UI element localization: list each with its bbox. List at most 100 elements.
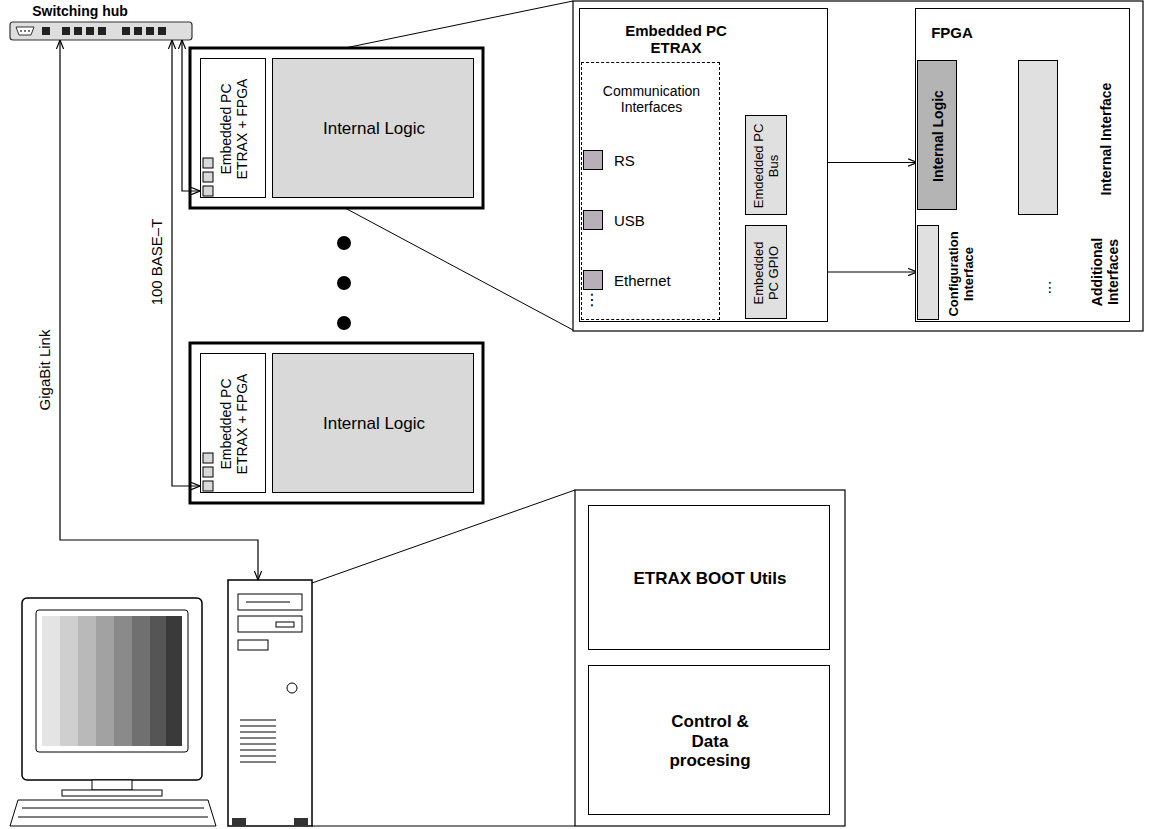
monitor-symbol (150, 616, 166, 746)
node-text: RS (614, 152, 635, 169)
tower-symbol (240, 744, 276, 745)
interface-group: Communication InterfacesRS USB Ethernet (581, 62, 720, 320)
port-symbol (203, 186, 213, 196)
port-symbol (203, 158, 213, 168)
tower-symbol (294, 818, 308, 826)
tower-symbol (240, 732, 276, 733)
zoom-callout (345, 208, 573, 330)
logic-box: Internal Logic (272, 353, 474, 493)
port-square: RS (583, 150, 603, 170)
tower-symbol (287, 683, 297, 693)
hub-symbol (24, 30, 26, 32)
hub-symbol (146, 27, 154, 35)
link-label: GigaBit Link (36, 330, 53, 411)
pc-callout (312, 490, 845, 826)
module-box: Embedded PC ETRAX + FPGA (200, 58, 266, 198)
hub-symbol (122, 27, 130, 35)
config-box: Configuration Interface (917, 225, 939, 320)
node-text: Communication Interfaces (592, 83, 712, 115)
gigabit-wire (60, 40, 258, 580)
tower-symbol (238, 616, 302, 632)
tower-symbol (240, 750, 276, 751)
monitor-symbol (36, 610, 188, 752)
tower-symbol (240, 738, 276, 739)
monitor-symbol (22, 808, 204, 809)
software-box: Control & Data procesing (588, 665, 830, 815)
port-square: Ethernet (583, 270, 603, 290)
hub-symbol (134, 27, 142, 35)
node-text: Control & Data procesing (660, 712, 760, 771)
tower-symbol (240, 762, 276, 763)
ellipsis-dots (337, 236, 351, 330)
hub-symbol (86, 27, 94, 35)
software-box: ETRAX BOOT Utils (588, 505, 830, 650)
tower-symbol (238, 640, 268, 650)
link-label: 100 BASE–T (148, 219, 165, 306)
bus-box: Emdedded PC Bus (745, 115, 787, 215)
tower-symbol (228, 580, 312, 826)
hub-symbol (98, 27, 106, 35)
tower-symbol (238, 594, 302, 610)
monitor-symbol (132, 616, 150, 746)
hub-symbol (10, 22, 192, 40)
logic-box: Internal Logic (917, 60, 957, 210)
monitor-symbol (60, 616, 78, 746)
group-label: Additional Interfaces (1089, 228, 1121, 316)
monitor-symbol (22, 598, 202, 780)
hub-symbol (74, 27, 82, 35)
ellipsis-mark: ⋮ (1043, 279, 1057, 295)
board-outline (190, 343, 483, 503)
node-text: Internal Logic (323, 414, 425, 434)
pc-callout (312, 490, 575, 583)
port-symbol (203, 172, 213, 182)
ellipsis-dots (337, 276, 351, 290)
node-text: Embedded PC ETRAX (611, 22, 741, 57)
node-text: Embedded PC ETRAX + FPGA (218, 364, 250, 484)
ellipsis-mark: ⋮ (584, 291, 600, 309)
hub-symbol (158, 27, 166, 35)
pc-callout (312, 826, 575, 827)
monitor-symbol (78, 616, 96, 746)
hub-symbol (16, 27, 34, 35)
tower-symbol (246, 602, 290, 603)
node-text: Configuration Interface (947, 228, 977, 320)
ellipsis-dots (337, 316, 351, 330)
switching-hub: Switching hub (10, 22, 192, 40)
tower-symbol (276, 622, 294, 627)
pc-callout (575, 490, 845, 826)
monitor-symbol (92, 780, 132, 790)
cpu-panel: Embedded PC ETRAX Communication Interface… (579, 8, 828, 322)
tower-symbol (228, 580, 312, 826)
board-outline (190, 48, 483, 208)
monitor-symbol (96, 616, 114, 746)
node-text: Embedded PC ETRAX + FPGA (218, 69, 250, 189)
monitor-symbol (10, 598, 216, 826)
module-box: Embedded PC ETRAX + FPGA (200, 353, 266, 493)
monitor-symbol (166, 616, 182, 746)
monitor-symbol (10, 800, 216, 826)
tower-symbol (240, 720, 276, 762)
connector-arrow (182, 40, 200, 191)
node-text: Switching hub (32, 3, 128, 19)
node-text: Emdedded PC Bus (752, 123, 782, 209)
logic-box: Internal Logic (272, 58, 474, 198)
hub-symbol (20, 30, 22, 32)
node-text: Internal Interface (1098, 82, 1114, 195)
zoom-callout (573, 1, 1143, 331)
hub-symbol (42, 27, 50, 35)
port-symbol (203, 453, 213, 463)
monitor-symbol (114, 616, 132, 746)
zoom-callout (345, 1, 573, 48)
tower-symbol (240, 726, 276, 727)
gpio-box: Embedded PC GPIO (745, 225, 787, 319)
ellipsis-dots (337, 236, 351, 250)
port-symbol (203, 158, 213, 491)
tower-symbol (240, 756, 276, 757)
port-square: USB (583, 210, 603, 230)
node-text: ETRAX BOOT Utils (633, 569, 786, 589)
node-text: FPGA (931, 24, 973, 41)
interface-box: Internal Interface (1018, 60, 1058, 215)
board-outline (190, 48, 483, 503)
